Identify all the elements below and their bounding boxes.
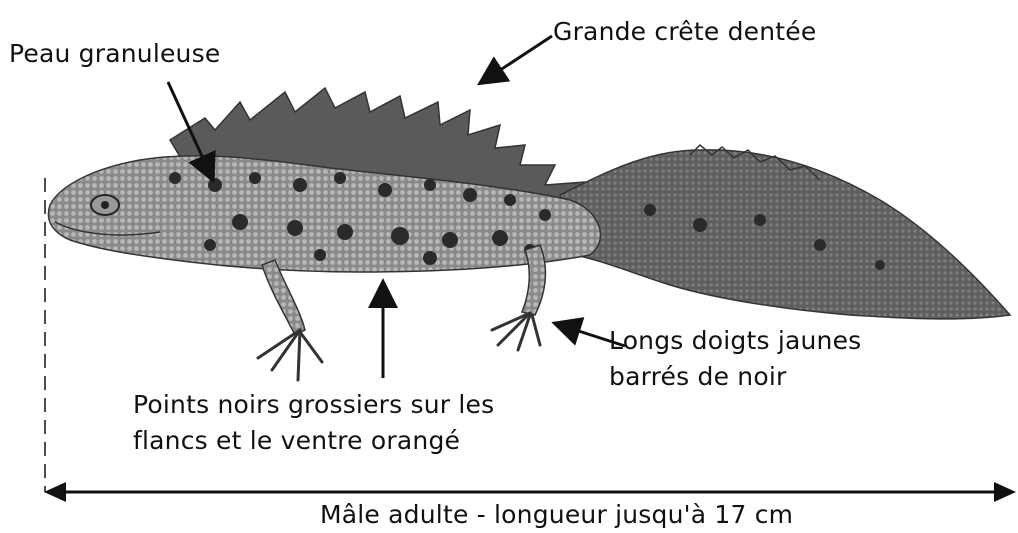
- label-long-toes: Longs doigts jaunes barrés de noir: [609, 323, 861, 395]
- tail: [560, 150, 1010, 319]
- label-adult-length: Mâle adulte - longueur jusqu'à 17 cm: [320, 497, 793, 533]
- length-arrowhead-left: [44, 482, 66, 502]
- crest-arrow: [482, 36, 552, 82]
- length-arrowhead-right: [994, 482, 1016, 502]
- hind-foot: [492, 313, 540, 350]
- label-black-spots-line2: flancs et le ventre orangé: [133, 423, 494, 459]
- label-black-spots: Points noirs grossiers sur les flancs et…: [133, 387, 494, 459]
- label-black-spots-line1: Points noirs grossiers sur les: [133, 387, 494, 423]
- label-long-toes-line2: barrés de noir: [609, 359, 861, 395]
- label-granular-skin: Peau granuleuse: [9, 36, 220, 72]
- front-foot: [258, 330, 322, 380]
- label-toothed-crest: Grande crête dentée: [553, 14, 816, 50]
- label-long-toes-line1: Longs doigts jaunes: [609, 323, 861, 359]
